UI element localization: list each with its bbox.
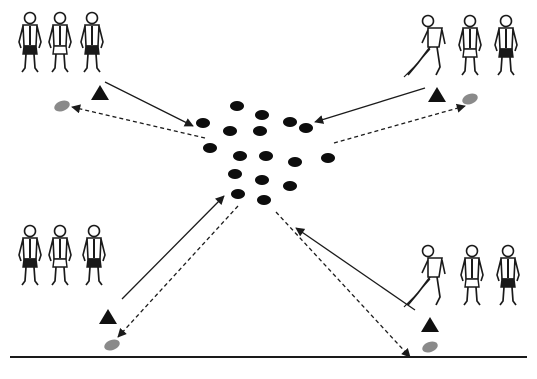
target-marker <box>104 339 120 351</box>
cones-layer <box>91 85 446 332</box>
kicking-player-figure <box>403 244 446 308</box>
ball <box>233 151 247 161</box>
return-arrow <box>333 103 466 144</box>
player-figure <box>18 11 42 73</box>
return-arrow <box>275 211 411 358</box>
ball <box>283 181 297 191</box>
arrows-layer <box>71 81 466 358</box>
ball <box>257 195 271 205</box>
target-marker <box>462 93 478 105</box>
player-group-top-right <box>403 14 518 78</box>
center-balls <box>196 101 335 205</box>
player-figure <box>18 224 42 286</box>
player-figure <box>496 244 520 306</box>
player-figure <box>82 224 106 286</box>
player-figure <box>458 14 482 76</box>
markers-layer <box>54 93 478 353</box>
player-group-top-left <box>18 11 104 73</box>
player-figure <box>494 14 518 76</box>
cone <box>428 87 446 102</box>
players-layer <box>18 11 520 308</box>
target-marker <box>54 100 70 112</box>
player-group-bottom-left <box>18 224 106 286</box>
ball <box>321 153 335 163</box>
target-marker <box>422 341 438 353</box>
ball <box>283 117 297 127</box>
ball <box>288 157 302 167</box>
kicking-player-figure <box>403 14 446 78</box>
ball <box>228 169 242 179</box>
return-arrow <box>117 205 239 338</box>
pass-arrow <box>314 87 426 124</box>
pass-arrow <box>121 195 225 300</box>
return-arrow <box>71 104 206 139</box>
cone <box>91 85 109 100</box>
pass-arrow <box>104 81 194 127</box>
ball <box>196 118 210 128</box>
ball <box>253 126 267 136</box>
cone <box>421 317 439 332</box>
ball <box>230 101 244 111</box>
ball <box>223 126 237 136</box>
player-figure <box>48 11 72 73</box>
ball <box>299 123 313 133</box>
pass-arrow <box>295 227 416 311</box>
player-figure <box>460 244 484 306</box>
cone <box>99 309 117 324</box>
ball <box>259 151 273 161</box>
player-group-bottom-right <box>403 244 520 308</box>
player-figure <box>48 224 72 286</box>
ball <box>203 143 217 153</box>
ball <box>231 189 245 199</box>
ball <box>255 110 269 120</box>
player-figure <box>80 11 104 73</box>
ball <box>255 175 269 185</box>
